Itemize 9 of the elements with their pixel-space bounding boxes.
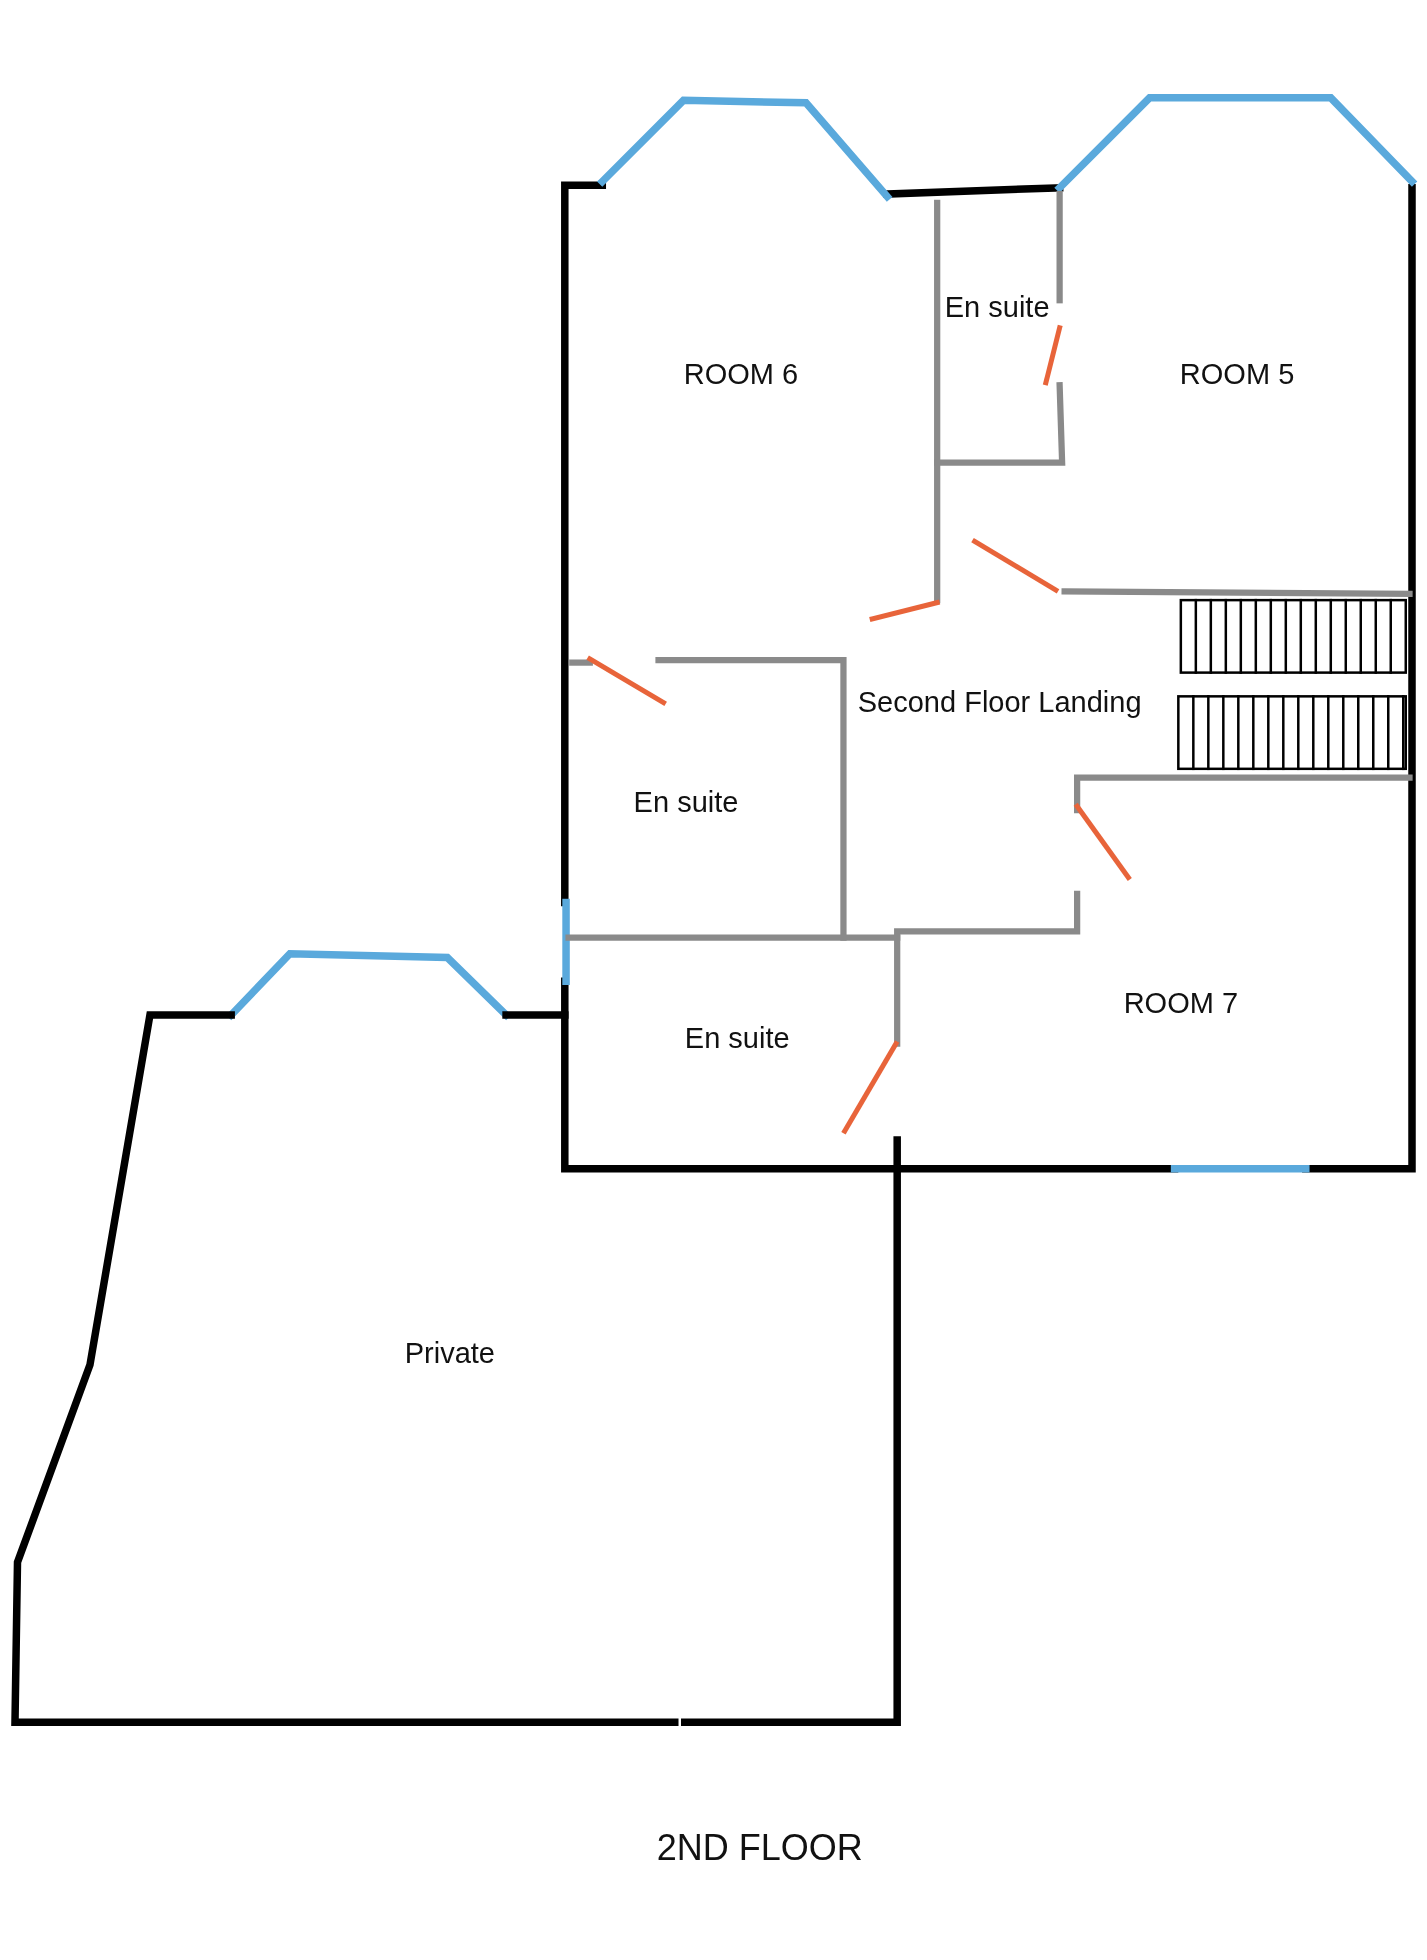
room-label: ROOM 7 (1123, 986, 1239, 1020)
room-label: En suite (944, 290, 1050, 324)
caption: 2ND FLOOR (656, 1827, 863, 1870)
room-label: Private (404, 1336, 495, 1370)
room-label: ROOM 6 (683, 357, 799, 391)
room-label: En suite (684, 1021, 790, 1055)
room-label: En suite (633, 785, 739, 819)
room-label: Second Floor Landing (857, 685, 1142, 719)
room-label: ROOM 5 (1179, 357, 1295, 391)
